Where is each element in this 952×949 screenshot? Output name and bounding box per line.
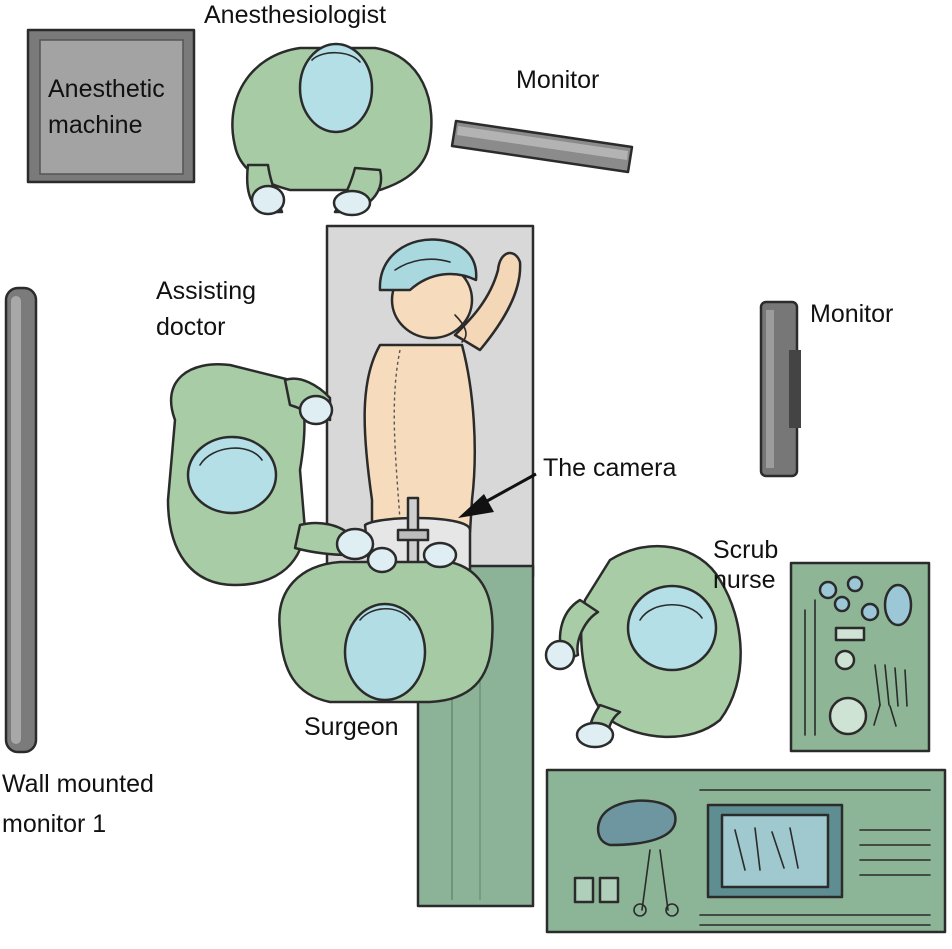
wall-monitor-label-line1: Wall mounted (2, 770, 154, 798)
scrub-nurse-figure (544, 545, 742, 749)
surgeon-figure (278, 541, 494, 704)
camera-label: The camera (543, 454, 677, 482)
anesthetic-machine-label-line2: machine (48, 111, 143, 139)
monitor-right (759, 300, 801, 478)
anesthesiologist-label: Anesthesiologist (204, 1, 387, 29)
scrub-nurse-label-line2: nurse (713, 566, 776, 594)
wall-monitor (4, 286, 38, 754)
assisting-doctor-label-line1: Assisting (156, 277, 257, 305)
assisting-doctor-label-line2: doctor (156, 313, 226, 341)
anesthesiologist-figure (231, 42, 433, 217)
monitor-top (450, 119, 634, 174)
scrub-nurse-label-line1: Scrub (713, 536, 779, 564)
instrument-table-large (545, 768, 947, 934)
anesthetic-machine-label-line1: Anesthetic (48, 75, 165, 103)
camera-arrow (458, 472, 537, 518)
patient (363, 238, 522, 574)
anesthetic-machine (26, 28, 196, 184)
monitor-top-label: Monitor (516, 66, 600, 94)
surgeon-label: Surgeon (304, 713, 399, 741)
monitor-right-label: Monitor (810, 300, 894, 328)
instrument-tray-small (789, 561, 931, 753)
wall-monitor-label-line2: monitor 1 (2, 810, 107, 838)
assisting-doctor-figure (166, 363, 375, 587)
